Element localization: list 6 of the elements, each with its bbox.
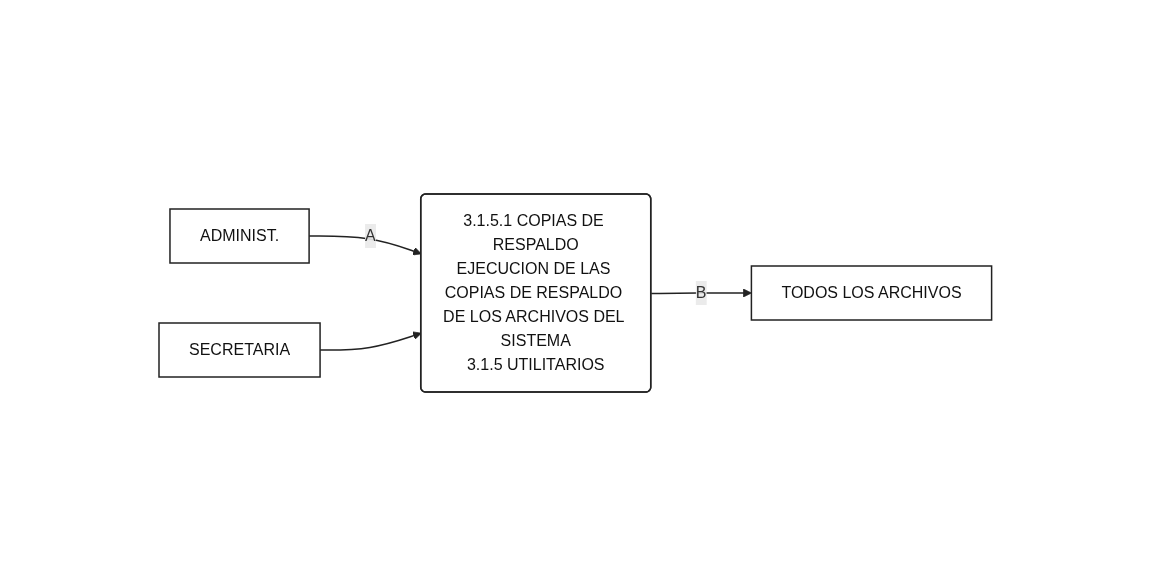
node-box: TODOS LOS ARCHIVOS [750, 264, 993, 321]
node-box: ADMINIST. [169, 207, 311, 264]
edge-label: A [365, 226, 376, 244]
node-box: SECRETARIA [158, 321, 321, 378]
arrow [650, 288, 752, 297]
edge-label: B [695, 283, 707, 301]
